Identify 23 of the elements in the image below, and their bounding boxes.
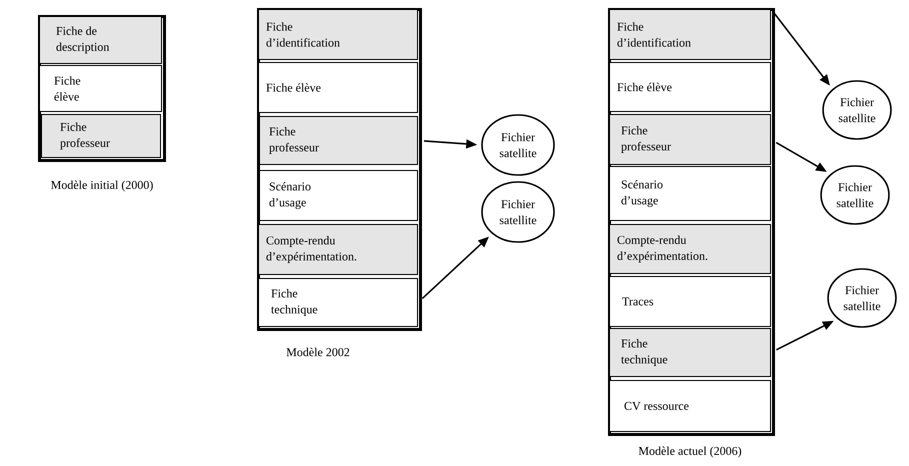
section-box: Fiche technique <box>609 328 772 377</box>
model-caption: Modèle 2002 <box>286 348 350 356</box>
section-box: Fiche d’identification <box>258 9 418 60</box>
section-box: Fiche élève <box>39 65 162 112</box>
section-box: Fiche professeur <box>259 116 418 165</box>
section-box: Fiche professeur <box>41 114 161 158</box>
section-box: Scénario d’usage <box>609 166 772 221</box>
section-box: Compte-rendu d’expérimentation. <box>258 224 418 275</box>
section-box: Fiche de description <box>39 16 162 64</box>
section-box: Traces <box>609 276 772 327</box>
section-box: Fiche élève <box>609 62 772 112</box>
model-caption: Modèle actuel (2006) <box>638 446 742 458</box>
model-caption: Modèle initial (2000) <box>51 180 153 192</box>
model-frame <box>608 8 775 436</box>
section-box: Fiche professeur <box>609 114 772 165</box>
section-box: Fiche technique <box>258 278 418 327</box>
section-box: Fiche élève <box>258 62 418 113</box>
model-frame <box>257 8 422 331</box>
section-box: Scénario d’usage <box>259 170 418 221</box>
model-frame <box>38 15 166 162</box>
section-box: Compte-rendu d’expérimentation. <box>609 224 772 274</box>
section-box: Fiche d’identification <box>609 9 772 60</box>
section-box: CV ressource <box>609 380 772 432</box>
